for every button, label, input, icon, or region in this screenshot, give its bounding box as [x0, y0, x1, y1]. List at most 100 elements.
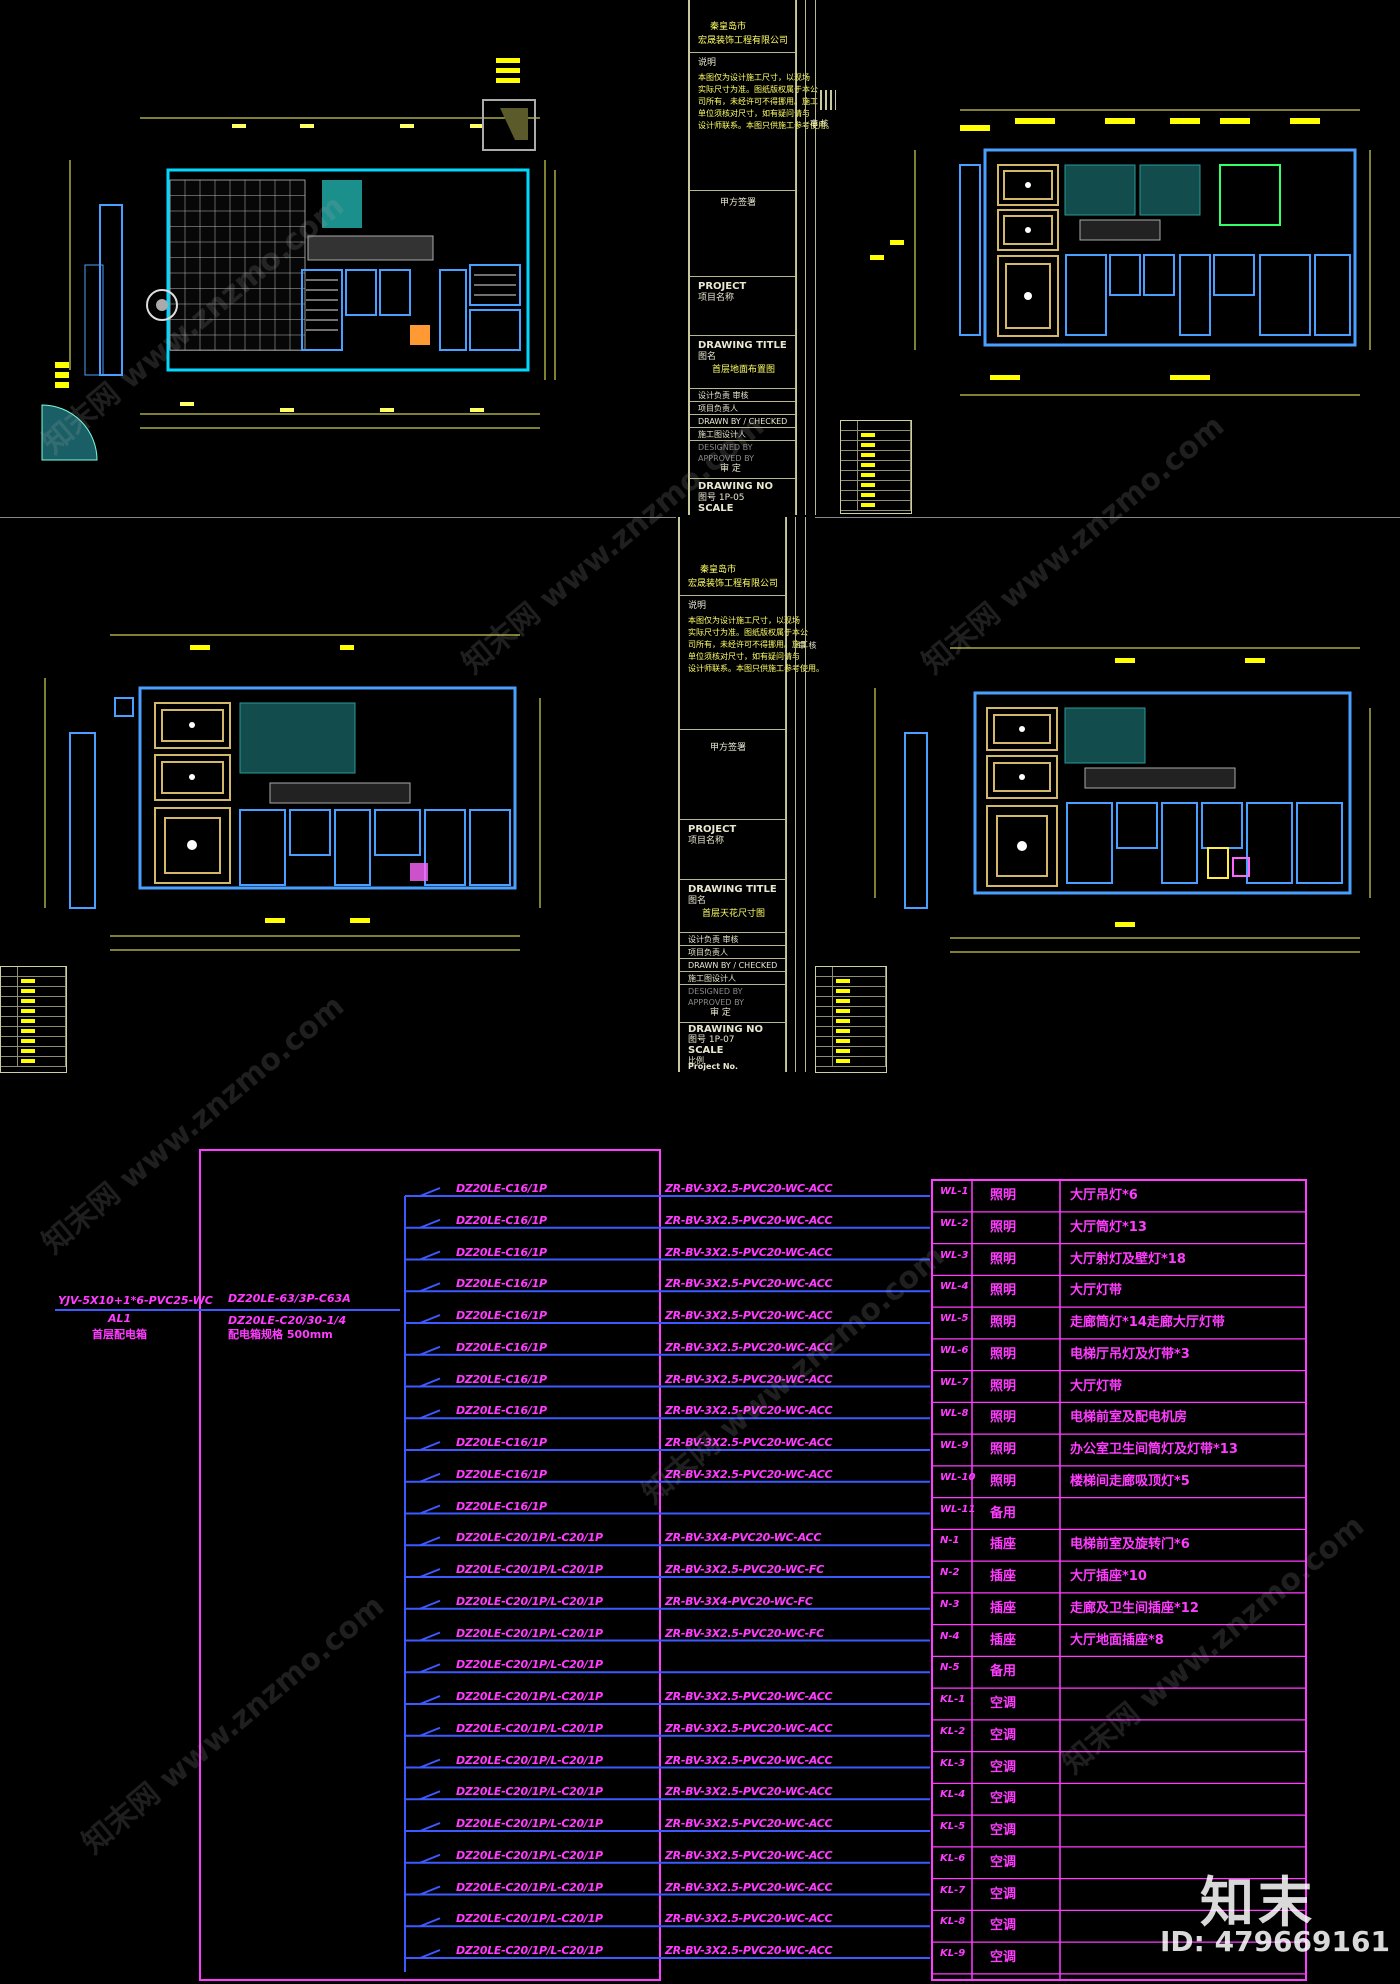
circuit-breaker-label: DZ20LE-C16/1P — [456, 1499, 547, 1513]
title-block-drawing-title-cn: 图名 — [698, 352, 717, 362]
circuit-code: WL-8 — [940, 1408, 969, 1420]
main-breaker-label: DZ20LE-63/3P-C63A — [228, 1292, 351, 1305]
title-block-scale: 比例 — [688, 1056, 704, 1065]
title-block-project-cn: 项目名称 — [688, 836, 725, 846]
circuit-type: 空调 — [990, 1727, 1017, 1743]
floor-plan-ground-ceiling-c[interactable] — [815, 517, 1400, 1073]
breaker-symbol — [419, 1472, 441, 1483]
title-block-notes-line: 单位须核对尺寸，如有疑问请与 — [688, 652, 800, 661]
circuit-breaker-label: DZ20LE-C20/1P/L-C20/1P — [456, 1626, 603, 1640]
circuit-type: 空调 — [990, 1759, 1017, 1775]
title-block-row: DESIGNED BY — [688, 987, 743, 996]
circuit-code: N-4 — [940, 1630, 960, 1642]
circuit-breaker-label: DZ20LE-C20/1P/L-C20/1P — [456, 1848, 603, 1862]
circuit-breaker-label: DZ20LE-C20/1P/L-C20/1P — [456, 1817, 603, 1830]
circuit-code: WL-2 — [940, 1217, 969, 1229]
circuit-type: 照明 — [990, 1315, 1017, 1330]
schematic-wiring — [55, 1149, 1307, 1981]
circuit-code: KL-4 — [940, 1789, 966, 1801]
title-block-approver: 审 定 — [710, 1008, 731, 1018]
circuit-breaker-label: DZ20LE-C20/1P/L-C20/1P — [456, 1944, 603, 1957]
title-block-notes-label: 说明 — [688, 601, 707, 611]
breaker-symbol — [419, 1536, 441, 1547]
circuit-description: 大厅射灯及壁灯*18 — [1070, 1251, 1186, 1267]
circuit-code: KL-7 — [940, 1884, 966, 1896]
circuit-type: 照明 — [990, 1346, 1017, 1362]
circuit-cable-label: ZR-BV-3X4-PVC20-WC-FC — [665, 1594, 813, 1608]
title-block-notes-line: 实际尺寸为准。图纸版权属于本公 — [698, 85, 818, 94]
title-block-client-label: 甲方签署 — [710, 743, 747, 753]
title-block-approver: 审 定 — [720, 464, 741, 474]
circuit-cable-label: ZR-BV-3X2.5-PVC20-WC-ACC — [665, 1245, 833, 1259]
floor-plan-ground-ceiling-a[interactable] — [840, 0, 1400, 515]
stamp-marks — [820, 90, 836, 110]
floor-plan-drawing — [44, 634, 541, 951]
title-block-top: 秦皇岛市 宏晟装饰工程有限公司 说明 本图仅为设计施工尺寸，以现场 实际尺寸为准… — [688, 0, 834, 515]
breaker-symbol — [419, 1250, 441, 1261]
circuit-description: 大厅地面插座*8 — [1070, 1632, 1164, 1648]
circuit-code: N-3 — [940, 1598, 960, 1610]
circuit-code: KL-8 — [940, 1916, 966, 1928]
title-block-notes-line: 本图仅为设计施工尺寸，以现场 — [688, 616, 800, 625]
circuit-breaker-label: DZ20LE-C20/1P/L-C20/1P — [456, 1785, 603, 1799]
circuit-code: WL-9 — [940, 1440, 969, 1451]
title-block-notes-line: 设计师联系。本图只供施工参考使用。 — [698, 121, 834, 130]
circuit-description: 大厅吊灯*6 — [1070, 1188, 1138, 1203]
title-block-notes-line: 本图仅为设计施工尺寸，以现场 — [698, 73, 810, 82]
title-block-row: 设计负责 审核 — [698, 391, 749, 400]
circuit-breaker-label: DZ20LE-C20/1P/L-C20/1P — [456, 1721, 603, 1735]
title-block-drawing-no: 图号 1P-05 — [698, 493, 745, 503]
title-block-side-stamp: 审 核 — [798, 641, 817, 650]
circuit-type: 空调 — [990, 1918, 1017, 1934]
panel-name-label: 首层配电箱 — [92, 1328, 147, 1341]
circuit-description: 大厅灯带 — [1070, 1378, 1123, 1394]
breaker-symbol — [419, 1314, 441, 1324]
circuit-cable-label: ZR-BV-3X2.5-PVC20-WC-ACC — [665, 1785, 833, 1799]
title-block-drawing-title: 首层天花尺寸图 — [702, 909, 766, 919]
title-block-drawing-title-cn: 图名 — [688, 896, 707, 906]
circuit-type: 空调 — [990, 1854, 1017, 1870]
circuit-type: 照明 — [990, 1473, 1017, 1489]
title-block-row: DESIGNED BY — [698, 443, 753, 452]
floor-plan-drawing — [874, 647, 1371, 953]
breaker-symbol — [419, 1599, 441, 1610]
circuit-cable-label: ZR-BV-3X2.5-PVC20-WC-ACC — [665, 1690, 833, 1703]
circuit-cable-label: ZR-BV-3X2.5-PVC20-WC-ACC — [665, 1404, 833, 1418]
circuit-type: 照明 — [990, 1378, 1017, 1394]
title-block-row: DRAWN BY / CHECKED — [698, 417, 788, 426]
circuit-code: WL-7 — [940, 1376, 969, 1388]
circuit-type: 插座 — [990, 1632, 1017, 1648]
title-block-drawing-no-label: DRAWING NO — [698, 481, 773, 492]
title-block-notes-line: 司所有，未经许可不得挪用。施工 — [688, 640, 808, 649]
circuit-code: KL-2 — [940, 1725, 966, 1737]
title-block-side-stamp: 审 核 — [810, 119, 829, 128]
circuit-cable-label: ZR-BV-3X2.5-PVC20-WC-ACC — [665, 1309, 833, 1322]
circuit-code: WL-5 — [940, 1313, 969, 1324]
circuit-code: WL-3 — [940, 1249, 969, 1261]
circuit-cable-label: ZR-BV-3X2.5-PVC20-WC-ACC — [665, 1721, 833, 1735]
legend-table — [840, 420, 912, 514]
circuit-type: 空调 — [990, 1950, 1017, 1965]
breaker-symbol — [419, 1409, 441, 1420]
distribution-schematic[interactable]: YJV-5X10+1*6-PVC25-WC AL1 首层配电箱 DZ20LE-6… — [0, 1074, 1400, 1984]
title-block-row: APPROVED BY — [688, 998, 745, 1007]
circuit-type: 插座 — [990, 1537, 1017, 1553]
circuit-breaker-label: DZ20LE-C16/1P — [456, 1245, 547, 1259]
breaker-symbol — [419, 1726, 441, 1737]
circuit-code: KL-5 — [940, 1821, 966, 1832]
circuit-code: KL-9 — [940, 1948, 966, 1959]
circuit-type: 照明 — [990, 1219, 1017, 1235]
circuit-description: 走廊筒灯*14走廊大厅灯带 — [1070, 1315, 1225, 1330]
circuit-cable-label: ZR-BV-3X2.5-PVC20-WC-ACC — [665, 1182, 833, 1195]
circuit-breaker-label: DZ20LE-C20/1P/L-C20/1P — [456, 1690, 603, 1703]
circuit-cable-label: ZR-BV-3X2.5-PVC20-WC-ACC — [665, 1912, 833, 1926]
floor-plan-drawing — [870, 109, 1371, 396]
legend-table — [815, 966, 887, 1073]
floor-plan-ground-layout[interactable] — [0, 0, 685, 515]
title-block-drawing-title-label: DRAWING TITLE — [698, 340, 787, 351]
floor-plan-ground-ceiling-b[interactable] — [0, 517, 676, 1073]
title-block-stamp-column — [795, 517, 806, 1072]
title-block-company: 宏晟装饰工程有限公司 — [698, 36, 789, 46]
circuit-type: 照明 — [990, 1410, 1017, 1426]
circuit-type: 插座 — [990, 1569, 1017, 1584]
